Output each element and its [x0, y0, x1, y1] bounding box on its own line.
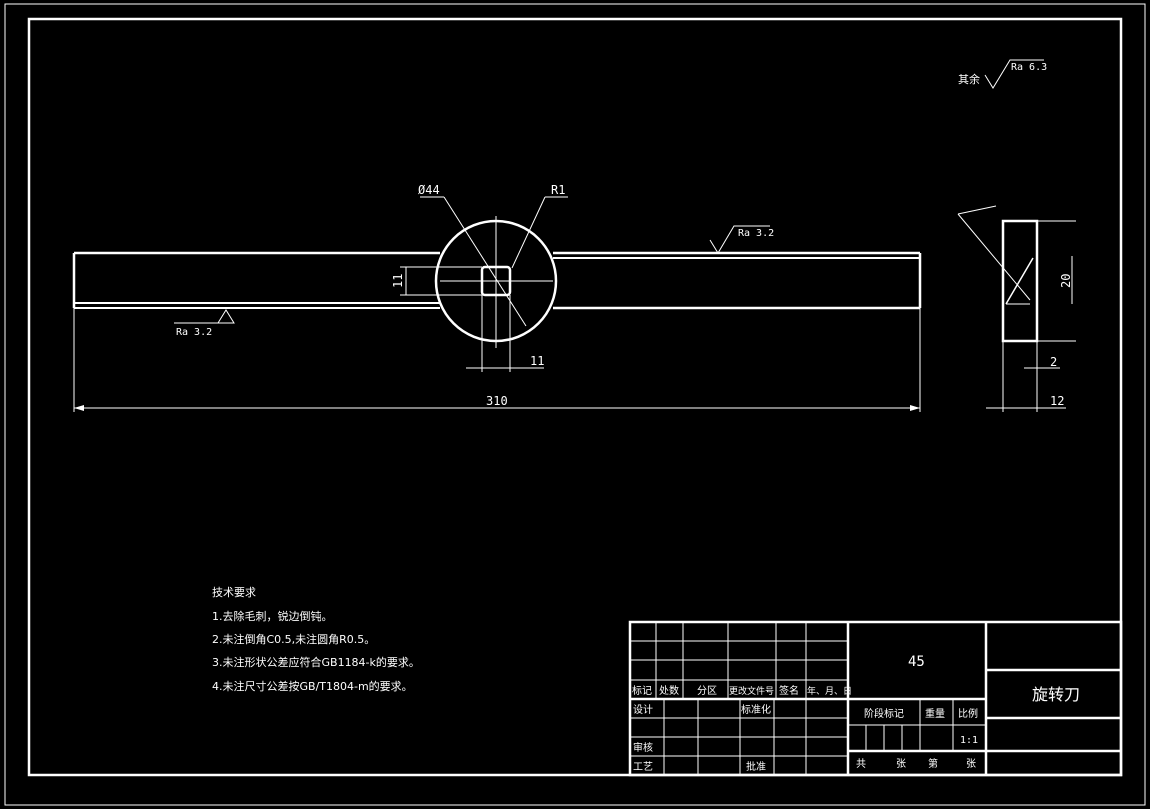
- review-label: 审核: [633, 741, 653, 754]
- note-item: 1.去除毛刺，锐边倒钝。: [212, 609, 333, 623]
- thickness-dim: 12: [1050, 394, 1064, 408]
- rev-header: 更改文件号: [729, 685, 774, 697]
- length-dim: 310: [486, 394, 508, 408]
- title-block: [628, 620, 1123, 777]
- weight-label: 重量: [925, 707, 945, 720]
- sheet-label: 张: [966, 758, 976, 770]
- material-value: 45: [908, 654, 925, 670]
- tech-notes: 技术要求 1.去除毛刺，锐边倒钝。 2.未注倒角C0.5,未注圆角R0.5。 3…: [212, 586, 420, 693]
- front-view: [72, 196, 922, 412]
- rev-header: 年、月、日: [807, 685, 852, 697]
- outer-border: [4, 3, 1146, 806]
- note-item: 4.未注尺寸公差按GB/T1804-m的要求。: [212, 679, 413, 693]
- note-item: 2.未注倒角C0.5,未注圆角R0.5。: [212, 632, 375, 646]
- approve-label: 批准: [746, 760, 766, 773]
- square-height-dim: 11: [391, 274, 405, 288]
- inner-frame: [27, 17, 1123, 777]
- rev-header: 标记: [632, 685, 652, 697]
- side-view: [957, 59, 1076, 412]
- total-label: 共: [856, 758, 866, 770]
- roughness-bottom: Ra 3.2: [176, 327, 212, 338]
- design-label: 设计: [633, 703, 653, 716]
- edge-dim: 2: [1050, 355, 1057, 369]
- rev-header: 分区: [697, 685, 717, 697]
- roughness-other-prefix: 其余: [958, 72, 980, 86]
- square-width-dim: 11: [530, 354, 544, 368]
- height-dim: 20: [1059, 274, 1073, 288]
- scale-label: 比例: [958, 707, 978, 720]
- roughness-top: Ra 3.2: [738, 228, 774, 239]
- roughness-other: Ra 6.3: [1011, 62, 1047, 73]
- sheets-label: 张: [896, 758, 906, 770]
- process-label: 工艺: [633, 761, 653, 773]
- no-label: 第: [928, 757, 938, 770]
- standardize-label: 标准化: [741, 703, 771, 716]
- radius-dim: R1: [551, 183, 565, 197]
- rev-header: 签名: [779, 684, 799, 697]
- rev-header: 处数: [659, 684, 679, 697]
- note-item: 3.未注形状公差应符合GB1184-k的要求。: [212, 655, 420, 669]
- part-name: 旋转刀: [1032, 685, 1080, 704]
- notes-heading: 技术要求: [212, 586, 256, 599]
- scale-value: 1:1: [960, 735, 978, 746]
- dia-dim: Ø44: [418, 183, 440, 197]
- stage-label: 阶段标记: [864, 707, 904, 720]
